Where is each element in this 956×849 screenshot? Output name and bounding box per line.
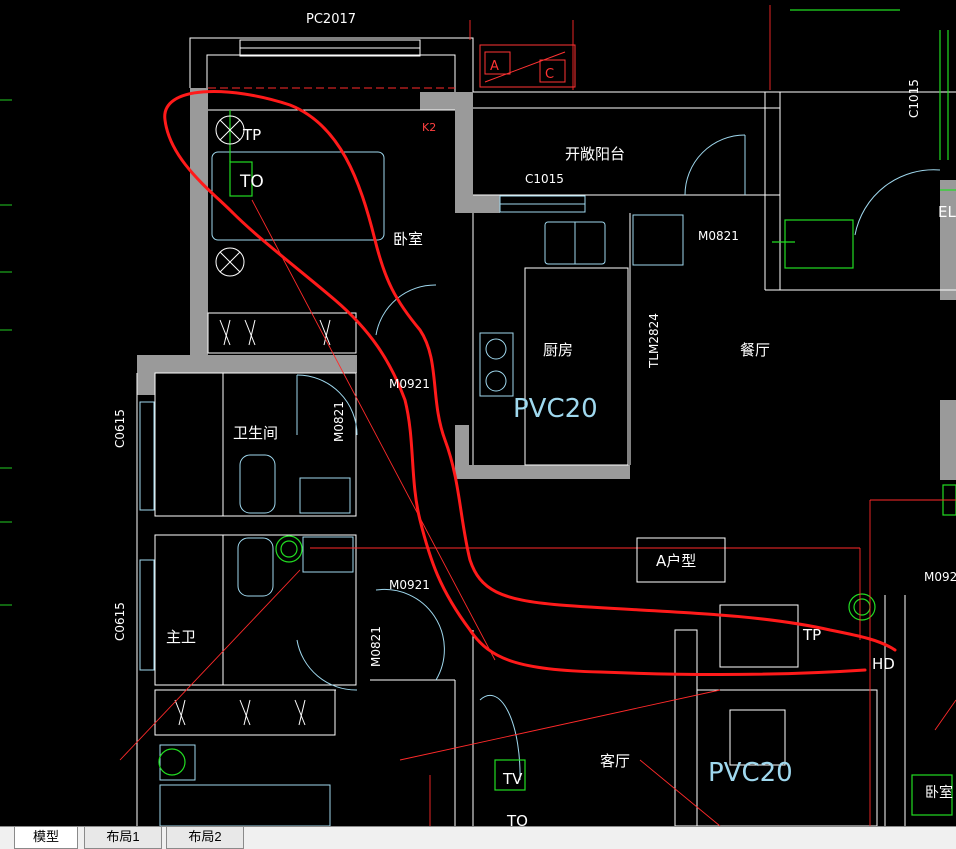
label-c0615a: C0615 bbox=[113, 409, 127, 448]
drawing-labels: PC2017 A C K2 开敞阳台 C1015 C1015 卧室 M0821 … bbox=[113, 12, 956, 826]
ac-symbol bbox=[479, 44, 576, 88]
label-tp2: TP bbox=[802, 626, 821, 644]
tab-layout1[interactable]: 布局1 bbox=[84, 827, 162, 849]
label-m0821c: M0821 bbox=[369, 626, 383, 667]
label-pvc2: PVC20 bbox=[708, 758, 793, 788]
wiring-lines bbox=[119, 5, 956, 826]
label-m092: M092 bbox=[924, 570, 956, 584]
label-tlm: TLM2824 bbox=[647, 313, 661, 369]
label-master-bath: 主卫 bbox=[166, 628, 196, 646]
wardrobe-hatch bbox=[174, 319, 331, 726]
label-tp: TP bbox=[242, 126, 261, 144]
label-balcony: 开敞阳台 bbox=[565, 145, 625, 163]
equipment bbox=[158, 9, 956, 816]
label-hd: HD bbox=[872, 655, 895, 673]
label-tv: TV bbox=[502, 770, 523, 788]
label-bath: 卫生间 bbox=[233, 424, 278, 442]
layout-tab-bar: 模型 布局1 布局2 bbox=[0, 826, 956, 849]
label-unit: A户型 bbox=[656, 552, 696, 570]
label-c1015a: C1015 bbox=[525, 172, 564, 186]
cad-drawing-canvas[interactable]: PC2017 A C K2 开敞阳台 C1015 C1015 卧室 M0821 … bbox=[0, 0, 956, 826]
label-to2: TO bbox=[239, 172, 264, 192]
red-markup bbox=[163, 90, 897, 676]
label-m0821a: M0821 bbox=[698, 229, 739, 243]
label-bedroom2: 卧室 bbox=[925, 784, 953, 801]
fan-symbols bbox=[215, 115, 245, 277]
ruler-ticks bbox=[0, 99, 12, 606]
label-m0921a: M0921 bbox=[389, 377, 430, 391]
label-ac-a: A bbox=[490, 59, 499, 74]
fixtures bbox=[159, 134, 941, 826]
label-ac-c: C bbox=[545, 67, 554, 82]
label-c0615b: C0615 bbox=[113, 602, 127, 641]
label-to1: TO bbox=[506, 812, 528, 826]
label-m0921b: M0921 bbox=[389, 578, 430, 592]
label-k2: K2 bbox=[422, 121, 436, 134]
label-m0821b: M0821 bbox=[332, 401, 346, 442]
label-dining: 餐厅 bbox=[740, 341, 770, 359]
tab-layout2[interactable]: 布局2 bbox=[166, 827, 244, 849]
label-kitchen: 厨房 bbox=[543, 341, 573, 359]
label-living: 客厅 bbox=[600, 752, 630, 770]
outlines bbox=[136, 37, 956, 826]
label-c1015b: C1015 bbox=[907, 79, 921, 118]
windows bbox=[139, 195, 586, 671]
walls bbox=[137, 88, 956, 480]
label-pvc1: PVC20 bbox=[513, 394, 598, 424]
label-el: EL bbox=[938, 203, 956, 221]
label-window-top: PC2017 bbox=[306, 12, 356, 27]
label-bedroom: 卧室 bbox=[393, 230, 423, 248]
tab-model[interactable]: 模型 bbox=[14, 827, 78, 849]
